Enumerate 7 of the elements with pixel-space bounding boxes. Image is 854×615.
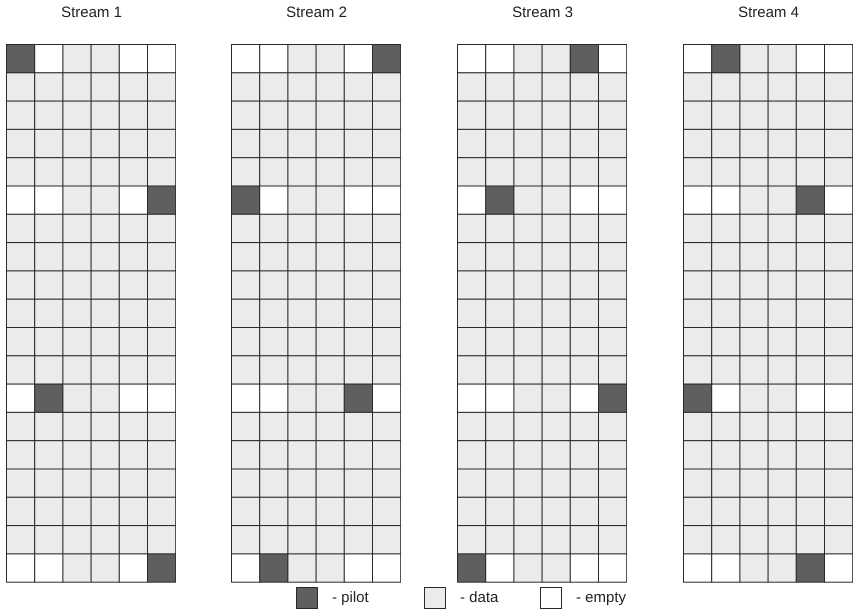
stream-heading: Stream 4 [737,4,800,22]
stream-heading: Stream 2 [285,4,348,22]
stream-heading: Stream 3 [511,4,574,22]
legend-label: - empty [576,589,626,607]
legend-label: - data [460,589,498,607]
legend-label: - pilot [332,589,369,607]
stream-heading: Stream 1 [60,4,123,22]
